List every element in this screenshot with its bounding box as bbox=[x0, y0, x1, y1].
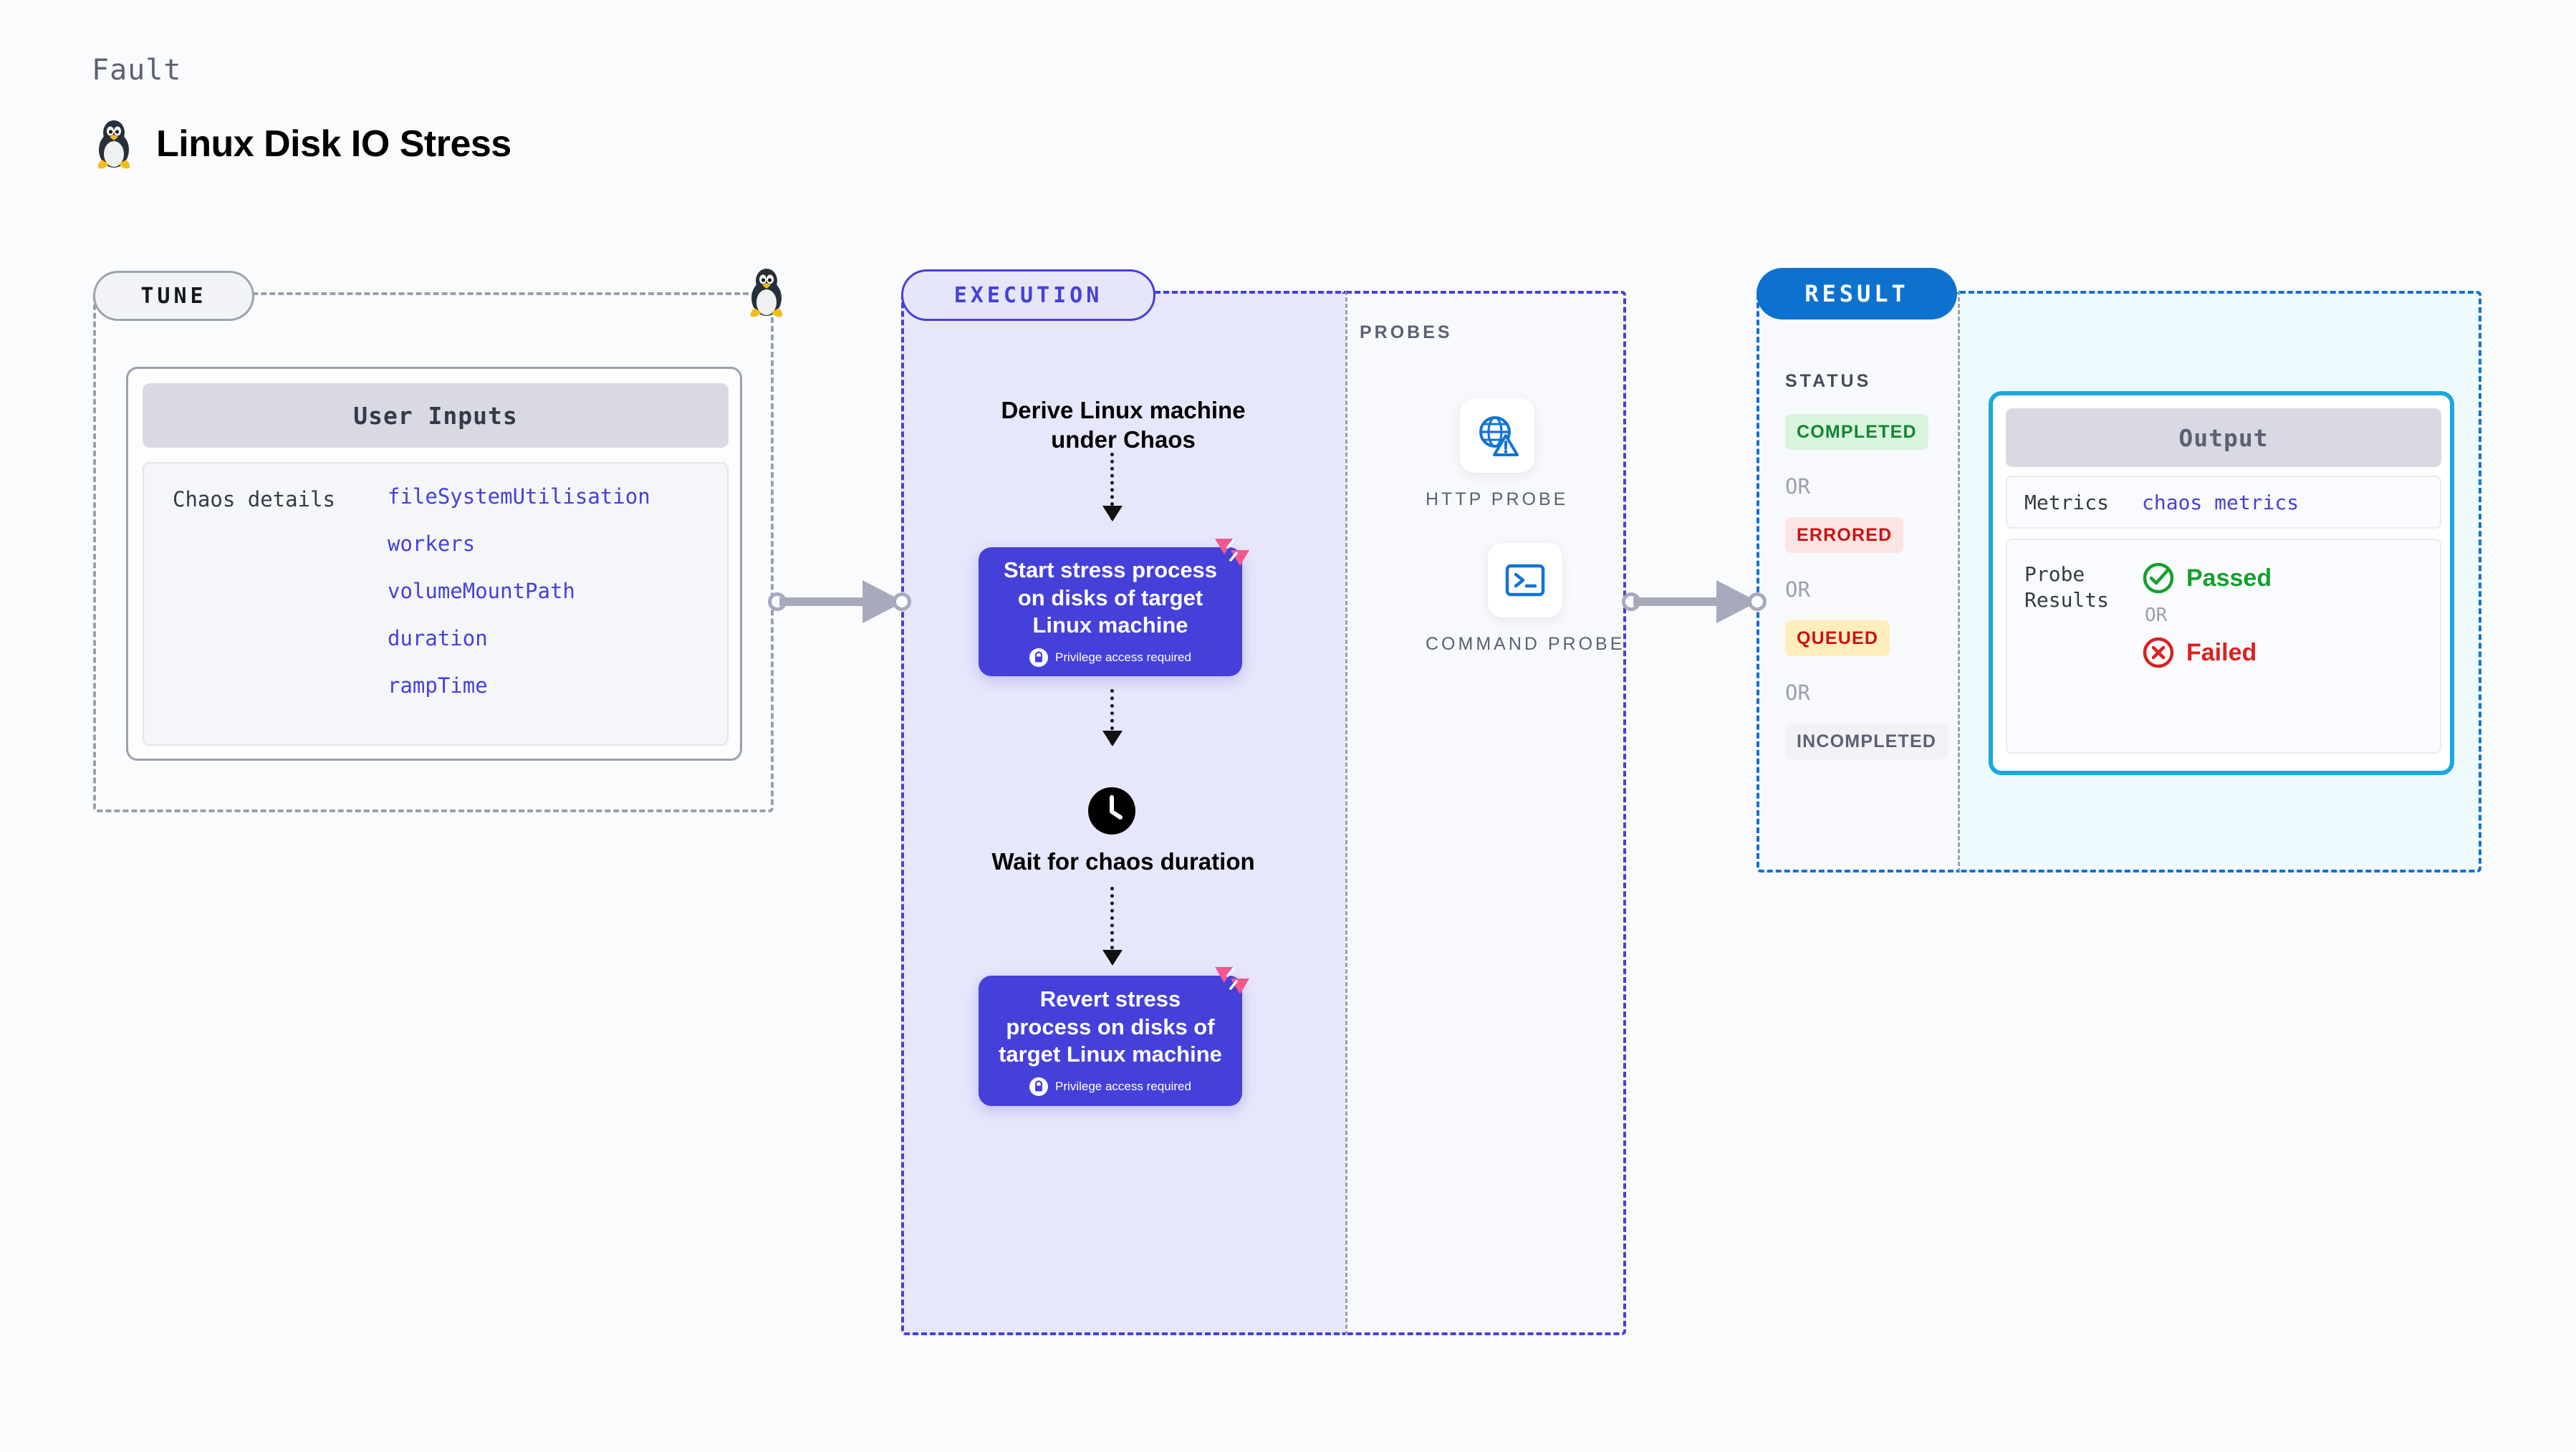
privilege-note: Privilege access required bbox=[1029, 1077, 1191, 1097]
tune-badge: TUNE bbox=[93, 271, 254, 321]
output-probe-results-row: Probe Results Passed OR Failed bbox=[2006, 539, 2441, 754]
tune-param-ramptime[interactable]: rampTime bbox=[388, 673, 488, 698]
status-badge-queued: QUEUED bbox=[1785, 620, 1890, 656]
probes-title: PROBES bbox=[1360, 322, 1453, 342]
privilege-note-text: Privilege access required bbox=[1055, 1080, 1191, 1094]
connector-execution-to-result bbox=[1622, 580, 1775, 623]
probe-http[interactable]: HTTP PROBE bbox=[1426, 398, 1568, 511]
globe-warning-icon bbox=[1479, 416, 1519, 456]
tune-panel bbox=[93, 292, 774, 812]
connector-end-dot bbox=[893, 592, 911, 611]
probe-result-passed: Passed bbox=[2142, 562, 2272, 595]
user-inputs-title: User Inputs bbox=[143, 383, 729, 448]
page-title: Linux Disk IO Stress bbox=[156, 123, 511, 165]
execution-step-revert-text: Revert stress process on disks of target… bbox=[999, 986, 1222, 1067]
x-circle-icon bbox=[2143, 637, 2174, 668]
privilege-note: Privilege access required bbox=[1029, 648, 1191, 668]
tune-param-duration[interactable]: duration bbox=[388, 626, 488, 650]
linux-tux-icon bbox=[750, 269, 783, 317]
result-status-panel bbox=[1756, 291, 1960, 872]
connector-end-dot bbox=[1748, 592, 1767, 611]
execution-step-derive-label: Derive Linux machine under Chaos bbox=[1001, 397, 1246, 453]
status-or-label: OR bbox=[1785, 474, 1810, 499]
execution-step-revert-card[interactable]: Revert stress process on disks of target… bbox=[979, 967, 1249, 1106]
execution-badge: EXECUTION bbox=[901, 269, 1155, 321]
output-metrics-row: Metrics chaos metrics bbox=[2006, 476, 2441, 529]
probe-result-or-label: OR bbox=[2145, 605, 2168, 626]
user-inputs-body: Chaos details fileSystemUtilisation work… bbox=[143, 462, 729, 746]
metrics-value[interactable]: chaos metrics bbox=[2142, 490, 2299, 514]
user-inputs-card: User Inputs Chaos details fileSystemUtil… bbox=[126, 367, 742, 761]
metrics-label: Metrics bbox=[2024, 490, 2110, 514]
execution-step-start-card[interactable]: Start stress process on disks of target … bbox=[979, 539, 1249, 676]
page-kicker: Fault bbox=[92, 54, 182, 87]
status-badge-completed: COMPLETED bbox=[1785, 414, 1928, 450]
check-circle-icon bbox=[2143, 562, 2174, 594]
lock-icon bbox=[1029, 1077, 1049, 1097]
connector-bar bbox=[779, 597, 880, 606]
chaos-details-values: fileSystemUtilisation workers volumeMoun… bbox=[388, 486, 650, 744]
probe-result-passed-label: Passed bbox=[2186, 564, 2272, 592]
litmus-chaos-logo-icon bbox=[1215, 967, 1249, 994]
probe-command[interactable]: COMMAND PROBE bbox=[1426, 543, 1625, 655]
probe-command-label: COMMAND PROBE bbox=[1426, 634, 1625, 654]
execution-step-wait-label: Wait for chaos duration bbox=[991, 848, 1255, 875]
clock-icon bbox=[1088, 787, 1135, 835]
connector-bar bbox=[1633, 597, 1734, 606]
output-title: Output bbox=[2006, 408, 2441, 467]
page-title-row: Linux Disk IO Stress bbox=[92, 118, 511, 170]
probe-http-tile[interactable] bbox=[1459, 398, 1534, 473]
tune-param-filesystemutilisation[interactable]: fileSystemUtilisation bbox=[388, 484, 650, 509]
chaos-details-label: Chaos details bbox=[173, 487, 335, 511]
probe-command-tile[interactable] bbox=[1488, 543, 1563, 617]
probe-result-failed: Failed bbox=[2142, 636, 2272, 669]
output-card: Output Metrics chaos metrics Probe Resul… bbox=[1989, 391, 2454, 775]
probe-http-label: HTTP PROBE bbox=[1426, 489, 1569, 509]
probe-result-failed-label: Failed bbox=[2186, 638, 2257, 666]
status-badge-incompleted: INCOMPLETED bbox=[1785, 723, 1948, 759]
status-badge-errored: ERRORED bbox=[1785, 517, 1904, 553]
privilege-note-text: Privilege access required bbox=[1055, 650, 1191, 665]
status-or-label: OR bbox=[1785, 681, 1810, 705]
result-badge: RESULT bbox=[1756, 268, 1957, 319]
flow-arrow-1 bbox=[1102, 453, 1123, 521]
linux-tux-icon bbox=[97, 120, 130, 169]
lock-icon bbox=[1029, 648, 1049, 668]
terminal-icon bbox=[1505, 564, 1545, 597]
flow-arrow-2 bbox=[1102, 689, 1123, 746]
probe-results-label: Probe Results bbox=[2024, 562, 2110, 612]
status-title: STATUS bbox=[1785, 371, 1872, 391]
litmus-chaos-logo-icon bbox=[1215, 539, 1249, 566]
flow-arrow-3 bbox=[1102, 887, 1123, 966]
execution-step-start-text: Start stress process on disks of target … bbox=[1003, 557, 1218, 638]
probe-results-values: Passed OR Failed bbox=[2142, 562, 2272, 752]
tune-param-volumemountpath[interactable]: volumeMountPath bbox=[388, 579, 575, 603]
status-or-label: OR bbox=[1785, 577, 1810, 602]
tune-param-workers[interactable]: workers bbox=[388, 532, 476, 556]
